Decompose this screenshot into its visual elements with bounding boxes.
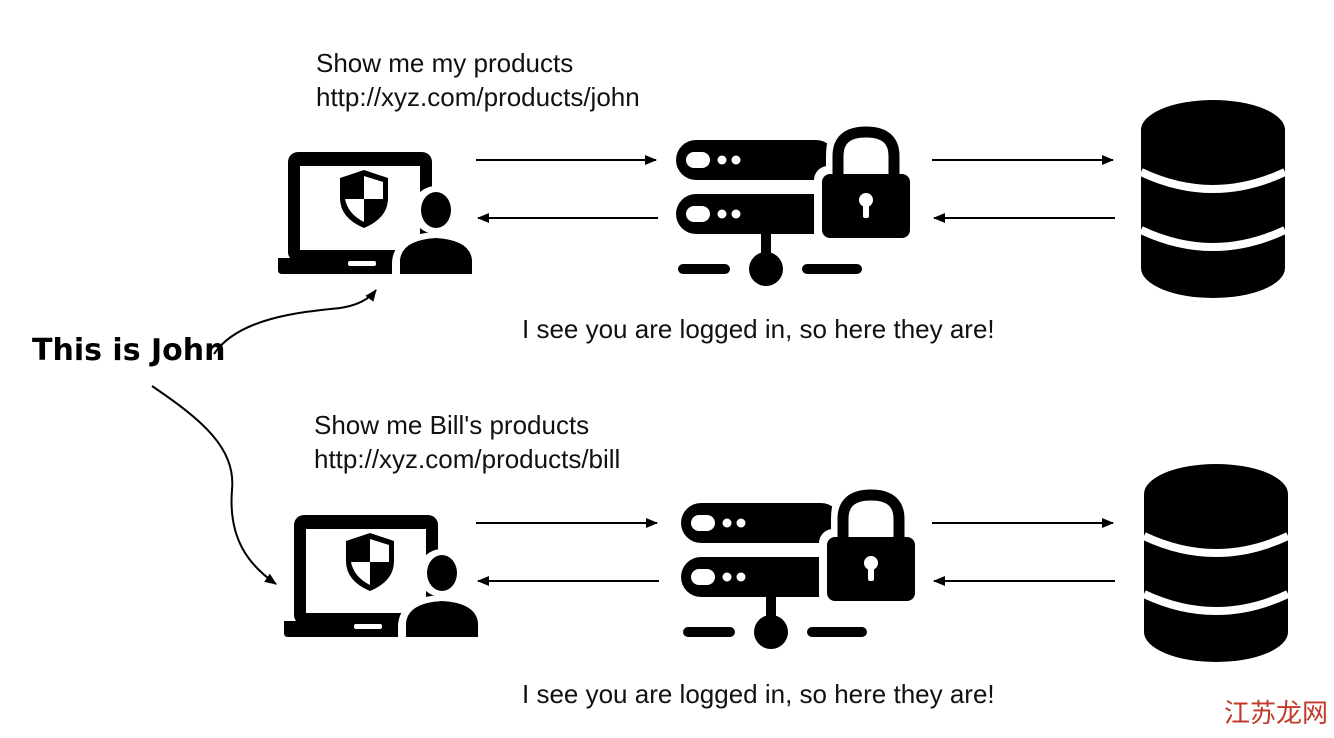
request-url: http://xyz.com/products/john	[316, 82, 640, 112]
response-text: I see you are logged in, so here they ar…	[522, 314, 995, 344]
response-text: I see you are logged in, so here they ar…	[522, 679, 995, 709]
server-lock-icon	[676, 124, 918, 286]
pointer-arrow-bottom	[151, 385, 277, 585]
request-url: http://xyz.com/products/bill	[314, 444, 621, 474]
laptop-user-icon	[284, 515, 486, 643]
watermark: 江苏龙网	[1223, 699, 1328, 729]
request-text: Show me Bill's products	[314, 410, 590, 440]
pointer-arrow-top	[213, 289, 377, 355]
database-icon	[1141, 100, 1285, 298]
laptop-user-icon	[278, 152, 480, 280]
john-label: This is John	[32, 333, 226, 368]
database-icon	[1144, 464, 1288, 662]
server-lock-icon	[681, 487, 923, 649]
request-text: Show me my products	[316, 48, 574, 78]
